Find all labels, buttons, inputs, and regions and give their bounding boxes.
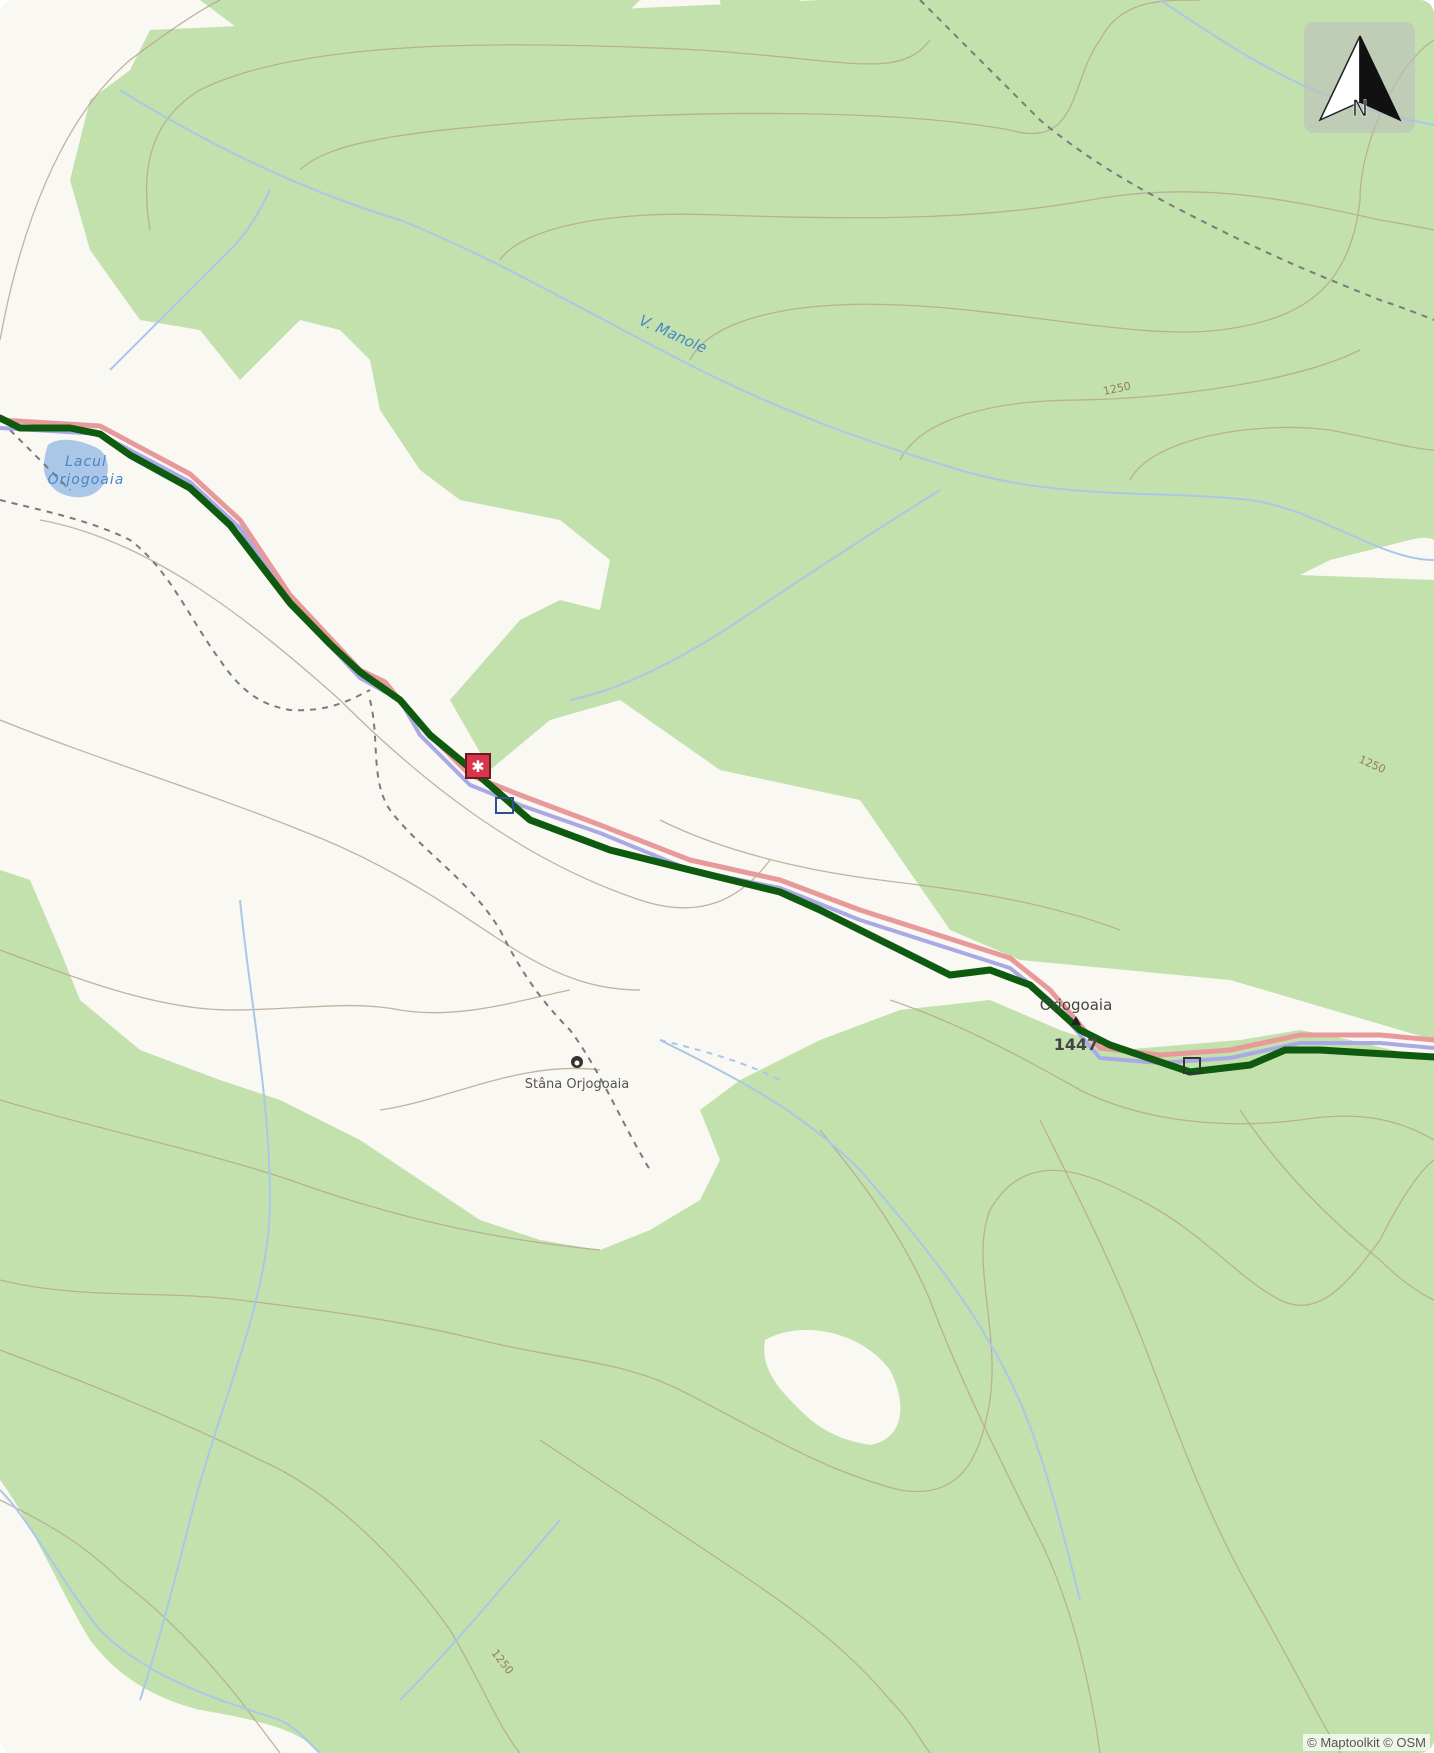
lake-label-line2: Orjogoaia bbox=[48, 472, 125, 488]
stream-side-1 bbox=[109, 189, 271, 371]
waypoint-markers: ✱ bbox=[465, 753, 1201, 1074]
compass-button[interactable]: N bbox=[1304, 22, 1415, 133]
clearing-east bbox=[1390, 537, 1434, 580]
clearing-south bbox=[764, 1330, 901, 1445]
stream-side-3 bbox=[569, 489, 941, 701]
north-arrow-icon: N bbox=[1317, 35, 1402, 122]
contour-label-1: 1250 bbox=[1102, 379, 1132, 398]
clearings bbox=[0, 537, 1434, 1753]
waypoint-marker-1[interactable] bbox=[495, 797, 514, 814]
waypoint-marker-2[interactable] bbox=[1183, 1057, 1201, 1074]
compass-label: N bbox=[1351, 97, 1367, 122]
lake-label-line1: Lacul bbox=[65, 454, 107, 470]
forest-south bbox=[0, 870, 1434, 1753]
stream-south-1 bbox=[139, 899, 272, 1701]
hut-icon bbox=[571, 1056, 583, 1068]
trail-red bbox=[0, 417, 1434, 1058]
route-line[interactable] bbox=[0, 414, 1434, 1076]
stream-v-manole bbox=[119, 89, 1434, 561]
poi-symbol-icon: ✱ bbox=[471, 757, 484, 776]
hut-label: Stâna Orjogoaia bbox=[525, 1077, 630, 1092]
forest-center-hill bbox=[720, 0, 800, 80]
stream-southwest bbox=[0, 1489, 321, 1753]
peak-name-label: Orjogoaia bbox=[1040, 996, 1113, 1014]
peak-triangle-icon bbox=[1071, 1016, 1081, 1025]
forest-north bbox=[70, 0, 1434, 1110]
stream-south-3 bbox=[399, 1519, 561, 1701]
clearing-southwest bbox=[0, 1480, 320, 1753]
peak-elevation-label: 1447 bbox=[1054, 1035, 1099, 1054]
poi-marker-red[interactable]: ✱ bbox=[465, 753, 491, 779]
stream-south-2 bbox=[659, 1039, 1081, 1601]
lake-orjogoaia bbox=[43, 439, 108, 498]
footpaths bbox=[0, 0, 1434, 1171]
map-attribution[interactable]: © Maptoolkit © OSM bbox=[1303, 1734, 1430, 1751]
